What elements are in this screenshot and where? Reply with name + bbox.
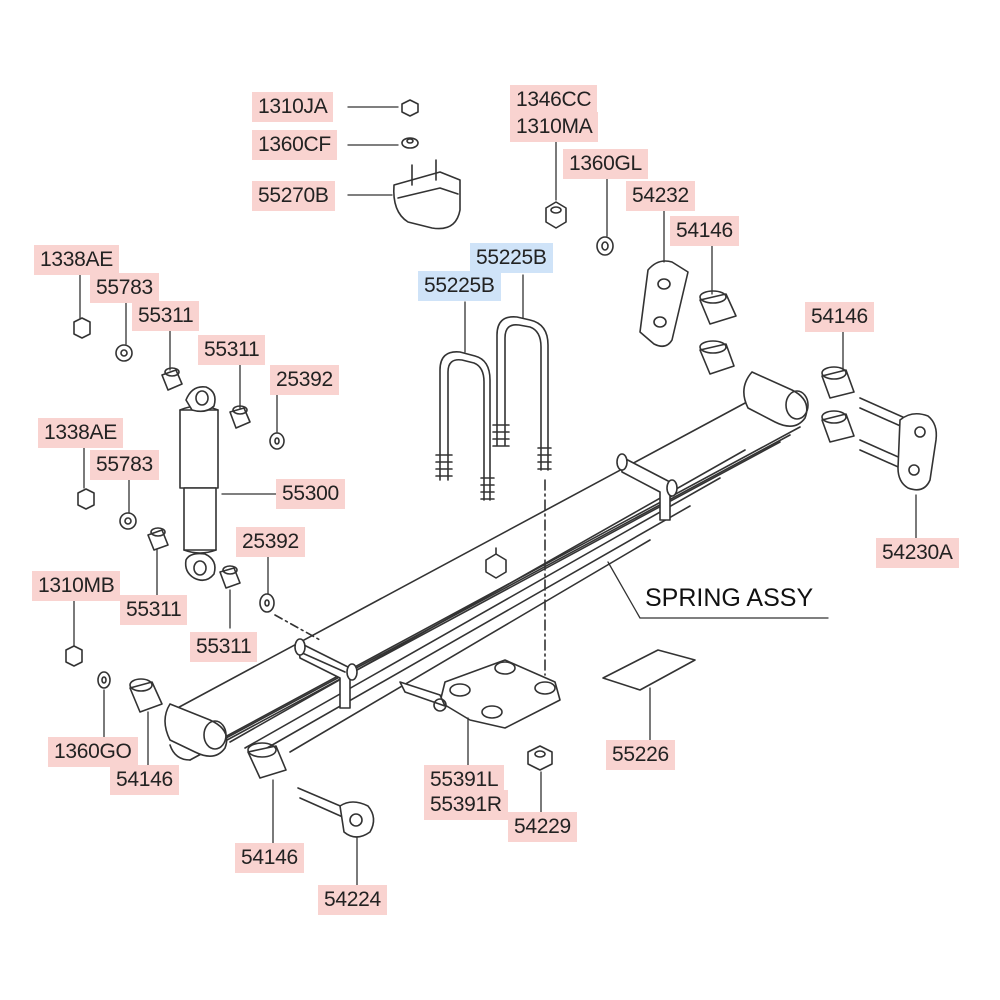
part-label-1310ja[interactable]: 1310JA: [252, 92, 334, 122]
spring-insulator: [602, 649, 696, 691]
leader-lines: [73, 106, 917, 886]
part-label-55270b[interactable]: 55270B: [252, 181, 335, 211]
part-label-54146[interactable]: 54146: [110, 765, 179, 795]
washer-25392-upper: [269, 432, 285, 450]
spring-pin: [297, 787, 375, 838]
bushing-54146-front-a: [129, 678, 163, 713]
bushing-54146-shackle-b: [821, 410, 855, 443]
nut-1310JA: [401, 99, 419, 117]
washer-55783-lower: [119, 512, 137, 530]
part-label-55226[interactable]: 55226: [606, 740, 675, 770]
spring-clamp-front: [294, 638, 358, 709]
nut-1310MA: [545, 201, 567, 229]
part-label-55783[interactable]: 55783: [90, 450, 159, 480]
part-label-1360go[interactable]: 1360GO: [48, 737, 138, 767]
spring-clamp-rear: [616, 453, 678, 521]
part-label-1310ma[interactable]: 1310MA: [510, 112, 599, 142]
u-bolt-front: [435, 351, 495, 501]
part-label-1338ae[interactable]: 1338AE: [38, 418, 123, 448]
part-label-55311[interactable]: 55311: [120, 595, 188, 625]
washer-55783-upper: [115, 344, 133, 362]
spring-seat-plate: [399, 659, 561, 729]
bump-stopper: [392, 159, 461, 230]
bushing-55311-c: [147, 527, 169, 551]
part-label-54146[interactable]: 54146: [670, 216, 739, 246]
shackle-assembly: [859, 397, 938, 491]
bushing-55311-a: [161, 367, 183, 391]
part-label-55783[interactable]: 55783: [90, 273, 159, 303]
part-label-55311[interactable]: 55311: [132, 301, 200, 331]
nut-1338AE-lower: [77, 488, 95, 510]
bushing-54146-front-b: [247, 742, 287, 779]
part-label-54146[interactable]: 54146: [235, 843, 304, 873]
part-label-1360gl[interactable]: 1360GL: [563, 149, 648, 179]
nut-1310MB: [65, 645, 83, 667]
washer-1360GL: [596, 236, 614, 256]
shock-centerline: [274, 614, 321, 641]
part-label-1310mb[interactable]: 1310MB: [32, 571, 121, 601]
part-label-55311[interactable]: 55311: [190, 632, 258, 662]
part-label-1338ae[interactable]: 1338AE: [34, 245, 119, 275]
part-label-55311[interactable]: 55311: [198, 335, 266, 365]
nut-54229: [527, 745, 553, 771]
bushing-54146-rear-a: [699, 290, 737, 325]
part-label-55391r[interactable]: 55391R: [424, 790, 508, 820]
bushing-55311-d: [219, 565, 241, 589]
part-label-25392[interactable]: 25392: [236, 527, 305, 557]
part-label-54224[interactable]: 54224: [318, 885, 387, 915]
washer-1360CF: [401, 137, 419, 149]
part-label-55300[interactable]: 55300: [276, 479, 345, 509]
part-label-55225b[interactable]: 55225B: [418, 271, 501, 301]
assembly-label: SPRING ASSY: [645, 584, 814, 612]
part-label-25392[interactable]: 25392: [270, 365, 339, 395]
nut-1338AE-upper: [73, 317, 91, 339]
center-bolt: [485, 547, 507, 579]
bushing-54146-rear-b: [699, 340, 735, 375]
bushing-54146-shackle-a: [821, 366, 855, 399]
part-label-54232[interactable]: 54232: [626, 181, 695, 211]
part-label-1360cf[interactable]: 1360CF: [252, 130, 337, 160]
washer-25392-lower: [259, 593, 275, 613]
shackle-plate-inner: [639, 260, 689, 348]
leaf-spring: [164, 371, 809, 761]
part-label-54229[interactable]: 54229: [508, 812, 577, 842]
washer-1360GO: [97, 671, 111, 689]
part-label-54146[interactable]: 54146: [805, 302, 874, 332]
bushing-55311-b: [229, 405, 251, 429]
shock-absorber: [179, 385, 219, 582]
u-bolt-rear: [492, 316, 552, 471]
part-label-55225b[interactable]: 55225B: [470, 243, 553, 273]
part-label-54230a[interactable]: 54230A: [876, 538, 959, 568]
part-label-1346cc[interactable]: 1346CC: [510, 85, 598, 115]
